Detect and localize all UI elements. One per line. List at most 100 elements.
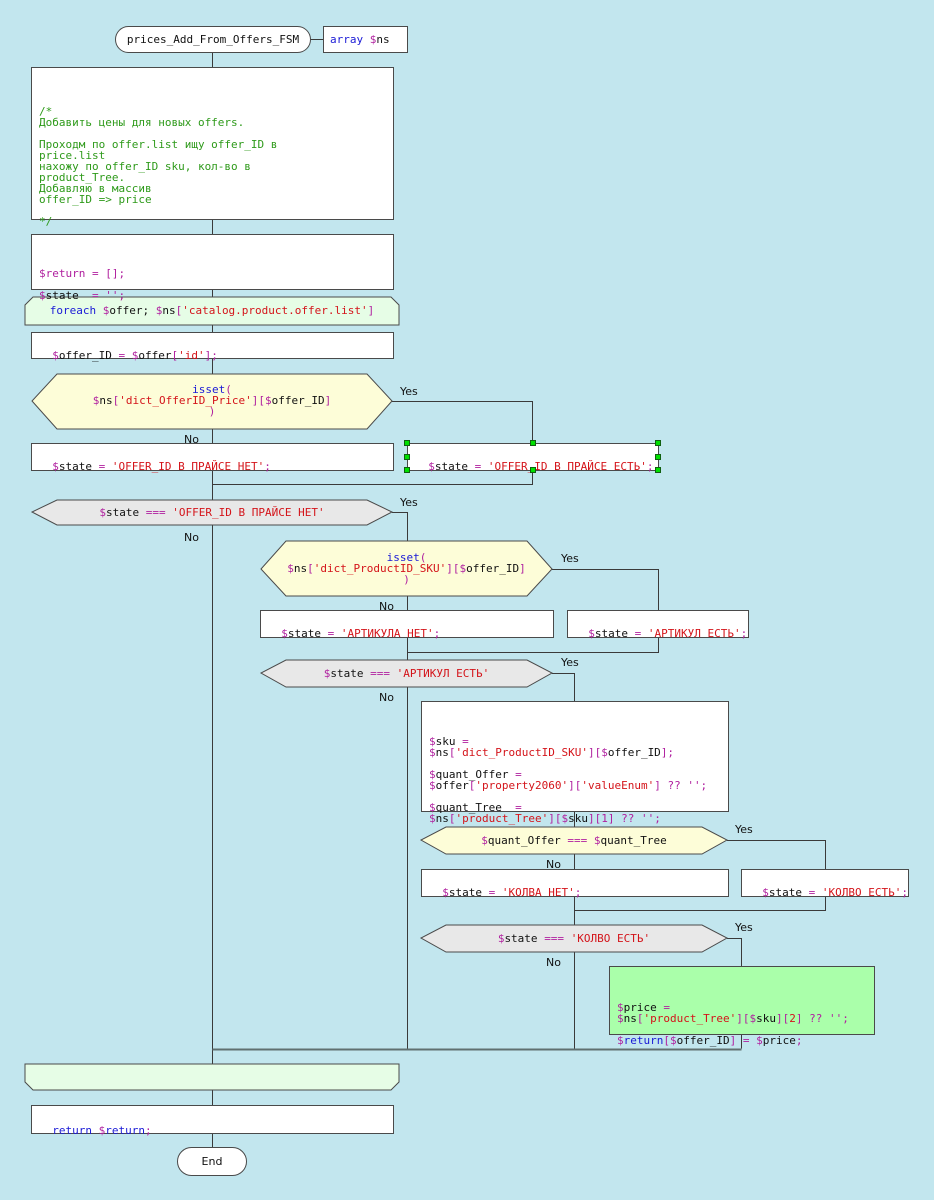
- code-token: ][1] ?? '';: [587, 812, 661, 825]
- price-block[interactable]: $price =$ns['product_Tree'][$sku][2] ?? …: [609, 966, 875, 1046]
- cond4-decision-shape[interactable]: [259, 659, 554, 688]
- code-token: $: [442, 886, 449, 899]
- code-token: state: [594, 627, 635, 640]
- resize-handle-bottom[interactable]: [530, 467, 536, 473]
- code-token: sku: [435, 735, 463, 748]
- init-code: $return = [];$state = '';: [39, 268, 386, 301]
- code-token: return: [52, 1124, 99, 1137]
- cond3-yes-action[interactable]: $state = 'АРТИКУЛ ЕСТЬ';: [567, 610, 749, 640]
- code-token: offer_ID: [676, 1034, 730, 1047]
- code-line: $return[$offer_ID] = $price;: [617, 1035, 867, 1046]
- code-token: $: [281, 627, 288, 640]
- return-block[interactable]: return $return;: [31, 1105, 394, 1137]
- cond1-decision-shape[interactable]: [31, 373, 393, 430]
- code-token: $: [323, 667, 331, 680]
- cond2-yes-label: Yes: [400, 496, 418, 509]
- code-token: 'АРТИКУЛ ЕСТЬ': [396, 667, 490, 680]
- code-token: 'КОЛВО ЕСТЬ': [821, 886, 902, 899]
- code-token: 'dict_ProductID_SKU': [313, 562, 447, 575]
- cond5-no-action[interactable]: $state = 'КОЛВА НЕТ';: [421, 869, 729, 899]
- code-token: 2: [789, 1012, 796, 1025]
- end-terminal[interactable]: End: [177, 1147, 247, 1176]
- code-token: 'dict_ProductID_SKU': [455, 746, 588, 759]
- code-token: =: [663, 1001, 670, 1014]
- code-token: ns: [435, 746, 449, 759]
- code-token: ] ?? '';: [654, 779, 708, 792]
- resize-handle-left[interactable]: [404, 454, 410, 460]
- code-token: $: [670, 1034, 677, 1047]
- code-token: ][: [568, 779, 582, 792]
- code-token: $: [98, 1124, 106, 1137]
- code-token: isset: [386, 551, 420, 564]
- function-start-terminal[interactable]: prices_Add_From_Offers_FSM: [115, 26, 311, 53]
- code-token: state: [448, 886, 489, 899]
- code-token: ]: [519, 562, 526, 575]
- code-token: $: [52, 349, 59, 362]
- cond3-decision-shape[interactable]: [260, 540, 553, 597]
- resize-handle-bottom-left[interactable]: [404, 467, 410, 473]
- code-token: ===: [544, 932, 571, 945]
- cond5-decision-shape[interactable]: [419, 826, 729, 855]
- cond5-yes-action[interactable]: $state = 'КОЛВО ЕСТЬ';: [741, 869, 909, 899]
- code-token: ;: [740, 627, 748, 640]
- sku-block[interactable]: $sku =$ns['dict_ProductID_SKU'][$offer_I…: [421, 701, 729, 824]
- resize-handle-right[interactable]: [655, 454, 661, 460]
- code-token: 'OFFER_ID В ПРАЙСЕ ЕСТЬ': [487, 460, 647, 473]
- code-token: return: [105, 1124, 145, 1137]
- code-token: [: [663, 1034, 670, 1047]
- code-token: state: [106, 506, 146, 519]
- code-token: =: [118, 349, 132, 362]
- code-token: state: [287, 627, 328, 640]
- code-token: [: [448, 812, 456, 825]
- cond6-decision-shape[interactable]: [419, 924, 729, 953]
- loop-header-shape[interactable]: [24, 296, 400, 326]
- resize-handle-top-left[interactable]: [404, 440, 410, 446]
- code-line: ): [32, 406, 392, 417]
- resize-handle-bottom-right[interactable]: [655, 467, 661, 473]
- code-token: $: [52, 460, 59, 473]
- code-token: $: [588, 627, 595, 640]
- code-token: ): [208, 405, 216, 418]
- code-token: state: [504, 932, 545, 945]
- assign-offer-id-block[interactable]: $offer_ID = $offer['id'];: [31, 332, 394, 362]
- cond1-no-label: No: [184, 433, 199, 446]
- cond4-text: $state === 'АРТИКУЛ ЕСТЬ': [261, 668, 552, 679]
- code-token: $: [561, 812, 569, 825]
- comment-text: /*Добавить цены для новых offers.Проходм…: [39, 106, 386, 227]
- init-block[interactable]: $return = [];$state = '';: [31, 234, 394, 301]
- cond2-decision-shape[interactable]: [30, 499, 394, 526]
- comment-block[interactable]: /*Добавить цены для новых offers.Проходм…: [31, 67, 394, 227]
- resize-handle-top-right[interactable]: [655, 440, 661, 446]
- code-token: ): [403, 573, 410, 586]
- code-token: $: [428, 460, 435, 473]
- code-token: [: [468, 779, 476, 792]
- code-line: $return = [];: [39, 268, 386, 279]
- code-token: ===: [567, 834, 594, 847]
- cond3-no-action[interactable]: $state = 'АРТИКУЛА НЕТ';: [260, 610, 554, 640]
- code-token: =: [488, 886, 502, 899]
- code-token: sku: [756, 1012, 776, 1025]
- cond1-yes-action-code: $state = 'OFFER_ID В ПРАЙСЕ ЕСТЬ';: [428, 460, 653, 473]
- code-token: foreach: [49, 304, 103, 317]
- code-token: 'property2060': [475, 779, 569, 792]
- code-token: 'OFFER_ID В ПРАЙСЕ НЕТ': [172, 506, 325, 519]
- cond1-no-action[interactable]: $state = 'OFFER_ID В ПРАЙСЕ НЕТ';: [31, 443, 394, 473]
- code-token: $: [369, 33, 377, 46]
- code-token: offer;: [109, 304, 156, 317]
- code-line: $price =: [617, 1002, 867, 1013]
- code-line: $offer['property2060']['valueEnum'] ?? '…: [429, 780, 721, 791]
- cond5-yes-action-code: $state = 'КОЛВО ЕСТЬ';: [762, 886, 908, 899]
- code-token: [: [448, 746, 456, 759]
- loop-footer-shape[interactable]: [24, 1063, 400, 1091]
- code-line: $sku =: [429, 736, 721, 747]
- code-token: state: [434, 460, 475, 473]
- code-token: $: [92, 394, 100, 407]
- code-token: $: [481, 834, 488, 847]
- cond6-text: $state === 'КОЛВО ЕСТЬ': [421, 933, 727, 944]
- code-token: ;: [433, 627, 441, 640]
- function-param-box[interactable]: array $ns: [323, 26, 408, 53]
- code-token: =: [515, 801, 522, 814]
- code-token: $: [601, 746, 608, 759]
- resize-handle-top[interactable]: [530, 440, 536, 446]
